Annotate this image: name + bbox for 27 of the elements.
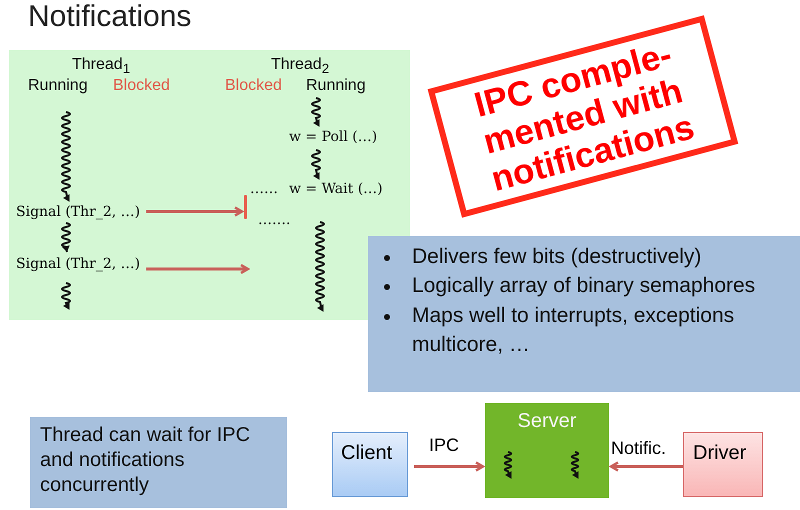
state-label: Running bbox=[306, 77, 366, 95]
thread-label: Thread$_{1}$ bbox=[72, 56, 130, 76]
info-panel bbox=[368, 236, 800, 392]
thread-timeline-panel bbox=[9, 50, 410, 320]
dotted-leader-text: …… bbox=[250, 181, 278, 197]
code-text: w = Poll (…) bbox=[289, 129, 378, 145]
bullet-item: Logically array of binary semaphores bbox=[378, 271, 786, 301]
state-label: Running bbox=[28, 77, 88, 95]
state-label: Blocked bbox=[113, 77, 170, 95]
arrow bbox=[146, 264, 250, 274]
signal-call: Signal (Thr_2, …) bbox=[16, 204, 140, 220]
arrow bbox=[610, 461, 683, 472]
state-label: Blocked bbox=[225, 77, 282, 95]
server-box: Server bbox=[485, 403, 609, 498]
code-text: w = Wait (…) bbox=[289, 181, 383, 197]
thread-label: Thread$_{2}$ bbox=[271, 56, 330, 76]
dotted-leader-text: ……. bbox=[258, 212, 290, 228]
arrow bbox=[414, 461, 484, 472]
slide-title: Notifications bbox=[28, 0, 192, 33]
signal-call: Signal (Thr_2, …) bbox=[16, 256, 140, 272]
arrow bbox=[146, 206, 244, 217]
driver-box: Driver bbox=[683, 432, 763, 497]
bullet-item: Maps well to interrupts, exceptions multicore, … bbox=[378, 300, 786, 360]
bullet-item: Delivers few bits (destructively) bbox=[378, 242, 786, 272]
blocking-bar bbox=[244, 195, 247, 219]
client-box: Client bbox=[332, 432, 408, 497]
note-box: Thread can wait for IPC and notifications concurrently bbox=[30, 417, 287, 508]
